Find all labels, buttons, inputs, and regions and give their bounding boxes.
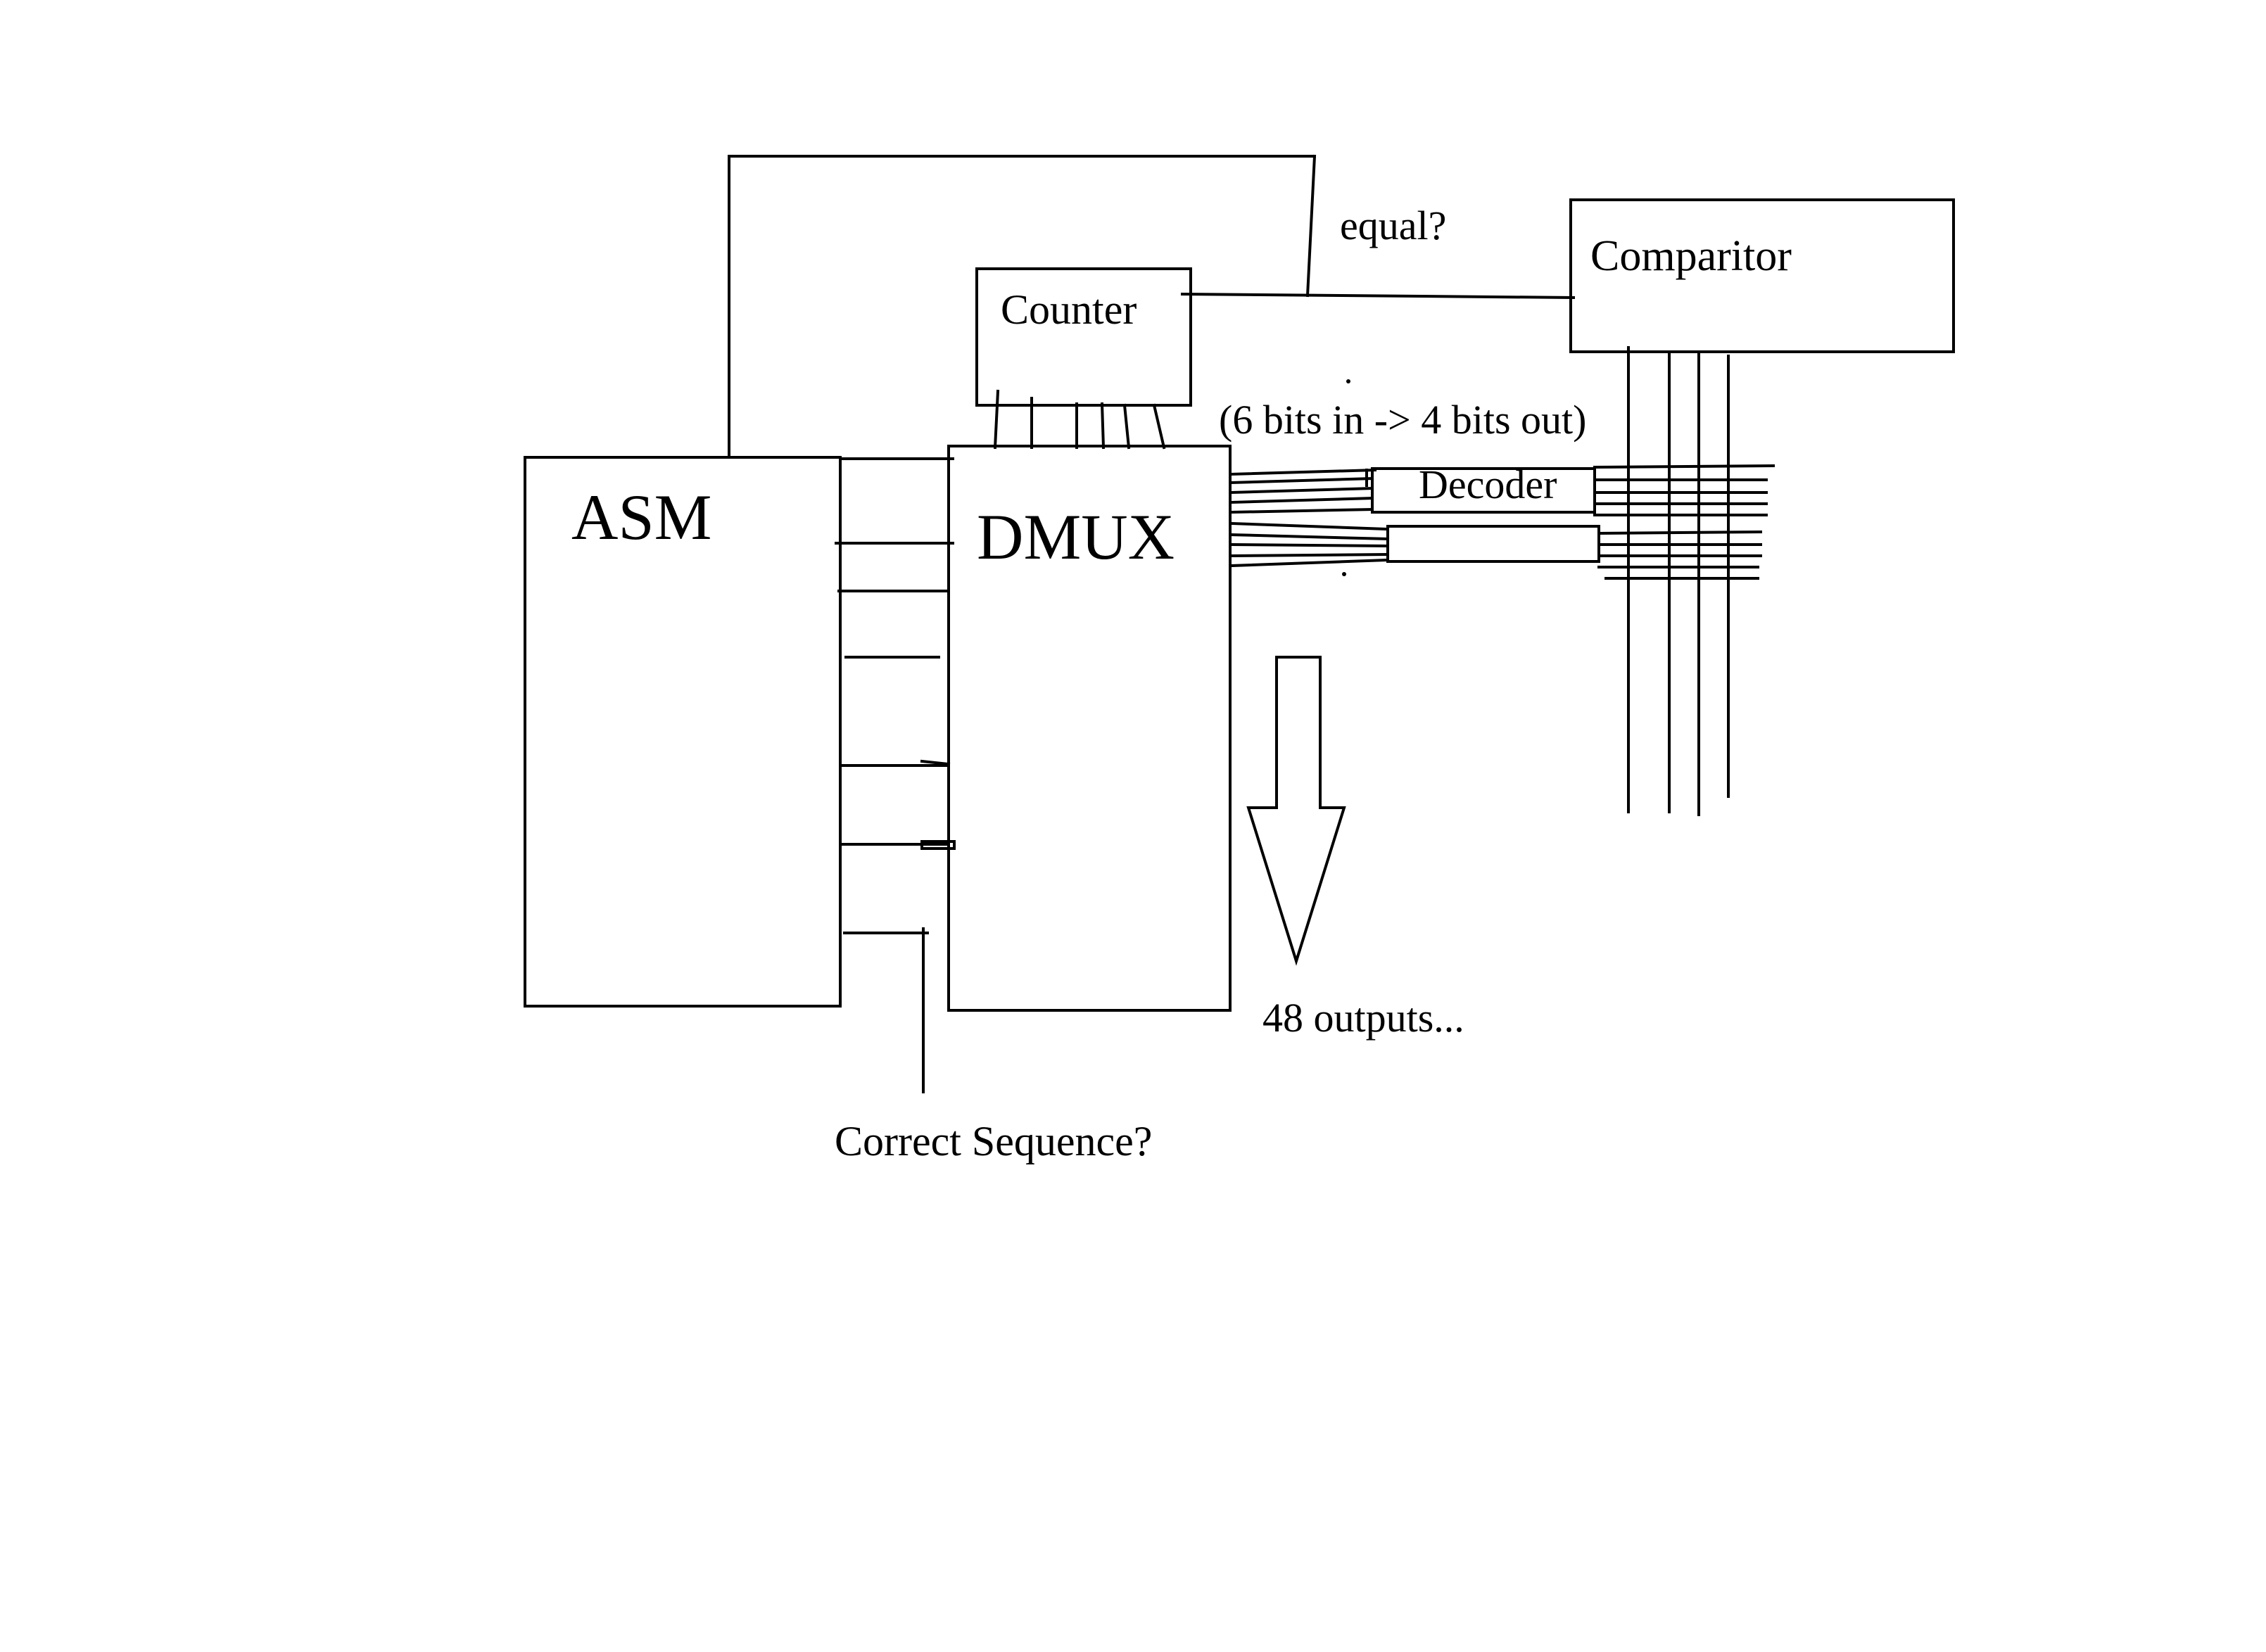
counter-box [975,267,1192,407]
decoder-box [1371,467,1596,514]
decoder-output-wires [1593,464,1776,580]
counter-dmux-wires [993,389,1166,450]
dmux-box [947,445,1232,1012]
decoder-box-2 [1386,525,1600,563]
comparitor-box [1569,198,1955,353]
counter-label: Counter [1001,286,1137,333]
dmux-label: DMUX [977,501,1175,573]
comparitor-label: Comparitor [1590,232,1792,280]
bits-note-label: (6 bits in -> 4 bits out) [1219,397,1586,443]
correct-sequence-label: Correct Sequence? [835,1118,1152,1164]
dmux-decoder-wires [1229,379,1390,576]
feedback-wire [728,154,1317,457]
asm-dmux-wires [835,457,956,1093]
down-arrow-icon [1246,656,1346,966]
comparitor-input-wires [1627,346,1730,816]
asm-label: ASM [571,481,711,553]
decoder-label: Decoder [1419,462,1557,507]
outputs-label: 48 outputs... [1262,995,1464,1041]
counter-comparitor-wire [1180,292,1576,300]
equal-label: equal? [1340,203,1446,248]
